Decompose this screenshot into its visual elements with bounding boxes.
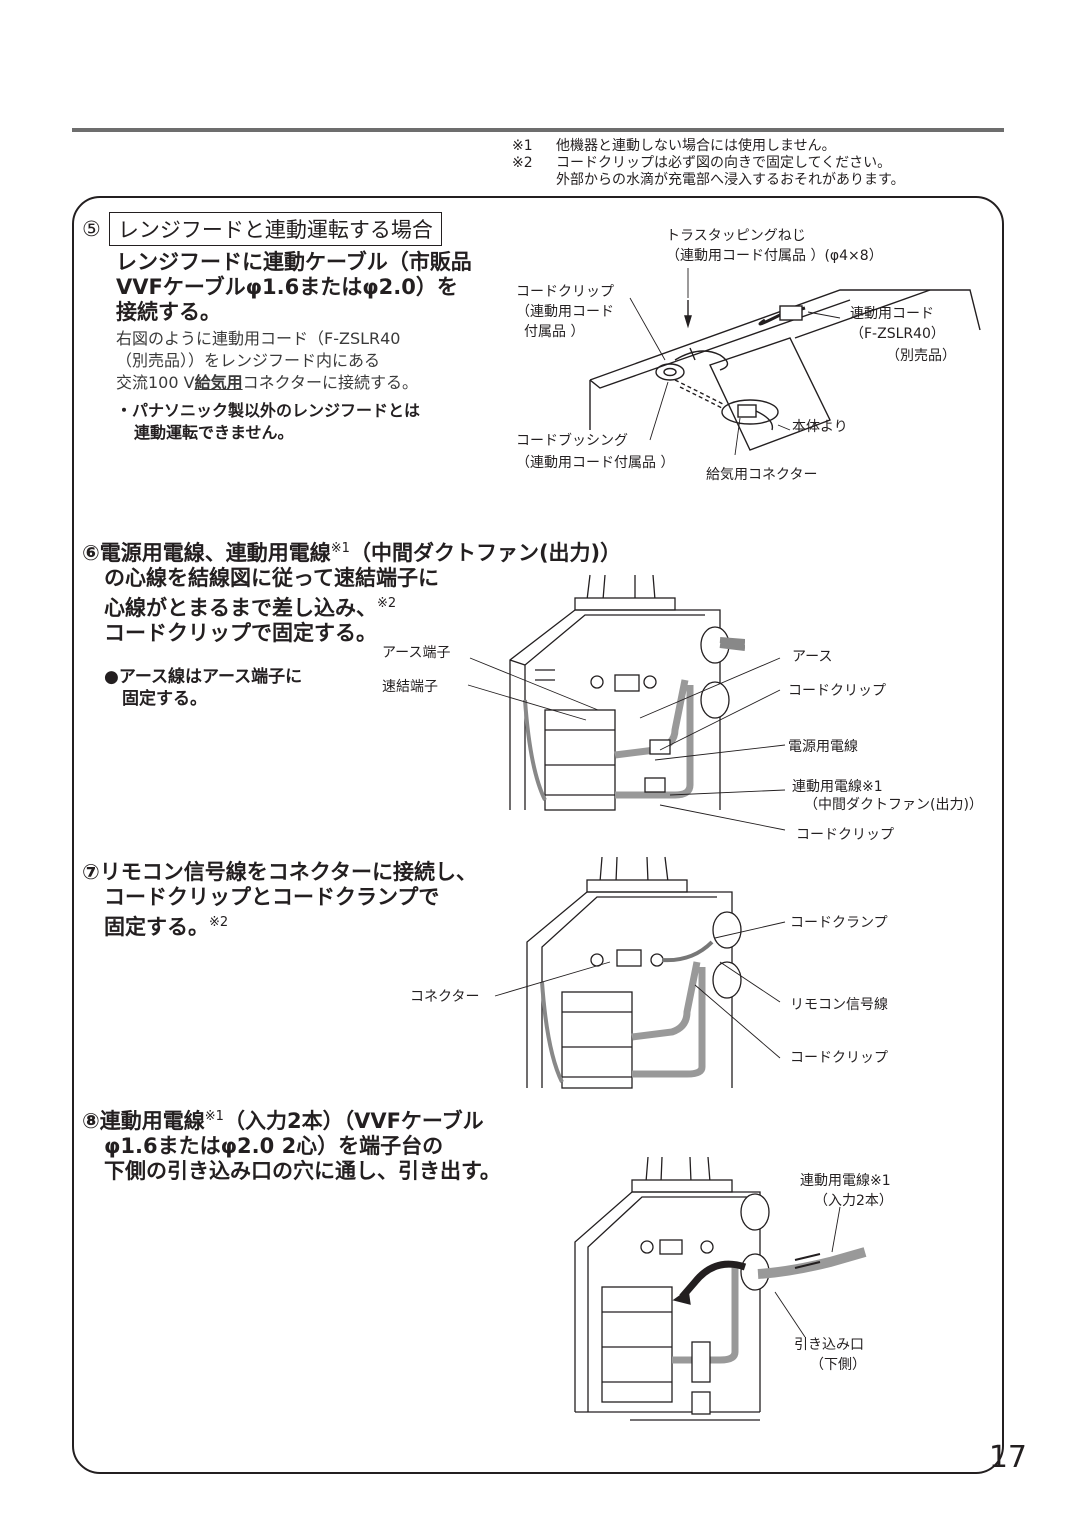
label-earth-terminal: アース端子 bbox=[382, 645, 451, 661]
section6-bullet: ●アース線はアース端子に 固定する。 bbox=[104, 667, 303, 709]
label-cord-clip-6a: コードクリップ bbox=[788, 683, 886, 699]
label-cord-clip-6b: コードクリップ bbox=[796, 827, 894, 843]
top-rule bbox=[72, 128, 1004, 132]
label-clip: コードクリップ bbox=[516, 284, 614, 300]
label-clip-sub2: 付属品 ） bbox=[524, 324, 585, 340]
content-frame bbox=[72, 196, 1004, 1474]
label-connector: コネクター bbox=[410, 989, 480, 1005]
label-supply-connector: 給気用コネクター bbox=[706, 467, 818, 483]
label-link-wire: 連動用電線※1 bbox=[792, 779, 883, 795]
label-bushing-sub: （連動用コード付属品 ） bbox=[516, 455, 675, 471]
label-input-wire-sub: （入力2本） bbox=[814, 1193, 893, 1209]
label-input-wire: 連動用電線※1 bbox=[800, 1173, 891, 1189]
label-cord-clamp: コードクランプ bbox=[790, 915, 888, 931]
section5-body: 右図のように連動用コード（F-ZSLR40 （別売品））をレンジフード内にある … bbox=[116, 329, 421, 442]
page-number: 17 bbox=[988, 1440, 1027, 1475]
section7-text: ⑦リモコン信号線をコネクターに接続し、 コードクリップとコードクランプで 固定す… bbox=[82, 860, 477, 939]
section6-text: ⑥電源用電線、連動用電線※1（中間ダクトファン(出力)） の心線を結線図に従って… bbox=[82, 541, 622, 645]
label-inlet-sub: （下側） bbox=[810, 1357, 866, 1373]
label-quick-terminal: 速結端子 bbox=[382, 679, 438, 695]
label-cord-clip-7: コードクリップ bbox=[790, 1050, 888, 1066]
section5-heading: ⑤ レンジフードと連動運転する場合 bbox=[82, 212, 442, 246]
label-remote-wire: リモコン信号線 bbox=[790, 997, 888, 1013]
leaders-7 bbox=[494, 921, 786, 1059]
label-screw-sub: （連動用コード付属品 ）(φ4×8） bbox=[666, 248, 883, 264]
label-link-cord-sold: （別売品） bbox=[886, 348, 956, 364]
label-link-wire-sub: （中間ダクトファン(出力)） bbox=[804, 797, 983, 813]
label-link-cord: 連動用コード bbox=[850, 306, 934, 322]
label-screw: トラスタッピングねじ bbox=[666, 228, 806, 244]
label-bushing: コードブッシング bbox=[516, 433, 628, 449]
label-inlet: 引き込み口 bbox=[794, 1337, 864, 1353]
label-power-wire: 電源用電線 bbox=[788, 739, 858, 755]
label-clip-sub1: （連動用コード bbox=[516, 304, 614, 320]
range-hood-diagram bbox=[589, 268, 981, 456]
terminal-diagram-6 bbox=[509, 574, 745, 811]
note-3: 外部からの水滴が充電部へ浸入するおそれがあります。 bbox=[556, 172, 905, 188]
label-earth: アース bbox=[792, 649, 833, 665]
section5-lead: レンジフードに連動ケーブル（市販品 VVFケーブルφ1.6またはφ2.0）を 接… bbox=[116, 250, 472, 324]
section8-text: ⑧連動用電線※1（入力2本）（VVFケーブル φ1.6またはφ2.0 2心）を端… bbox=[82, 1109, 501, 1183]
terminal-diagram-8 bbox=[574, 1156, 867, 1421]
label-from-unit: 本体より bbox=[792, 419, 848, 435]
label-link-cord-model: （F-ZSLR40） bbox=[850, 326, 945, 342]
leaders-6 bbox=[467, 657, 786, 831]
